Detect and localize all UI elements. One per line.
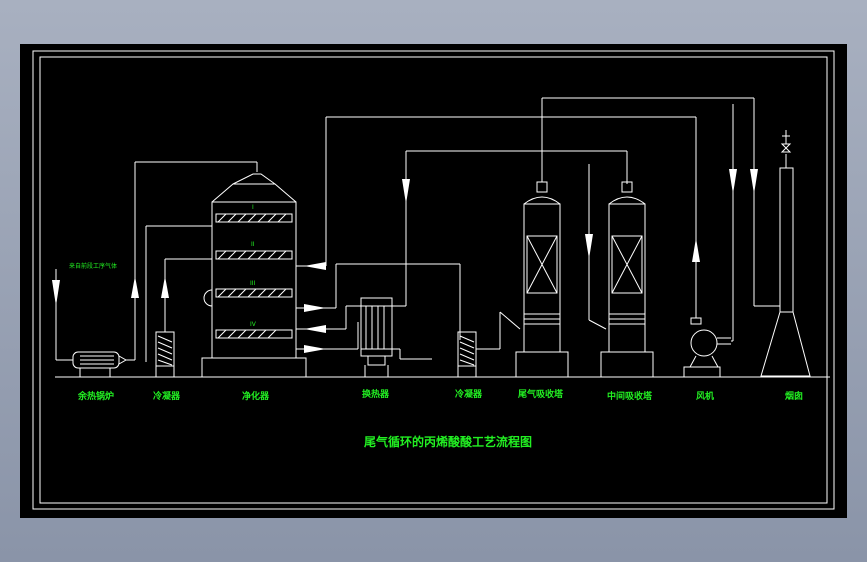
stage-mark-4: IV (250, 321, 257, 328)
condenser-2 (457, 331, 477, 377)
purifier-tower (201, 173, 307, 378)
label-tail-gas-absorber: 尾气吸收塔 (517, 388, 564, 400)
label-purifier: 净化器 (242, 390, 270, 402)
condenser-1 (155, 331, 175, 377)
stage-mark-1: I (252, 204, 254, 211)
flow-arrows (52, 169, 758, 353)
waste-heat-boiler (72, 351, 128, 377)
label-intermediate-absorber: 中间吸收塔 (607, 390, 653, 402)
heat-exchanger (360, 297, 393, 377)
label-heat-exchanger: 换热器 (362, 388, 390, 400)
label-chimney: 烟囱 (785, 390, 803, 402)
tower-stage-marks: I II III IV (250, 204, 257, 328)
tail-gas-absorber (515, 181, 569, 378)
inner-frame (39, 56, 828, 504)
stage-mark-2: II (251, 241, 255, 248)
diagram-title: 尾气循环的丙烯酸酸工艺流程图 (364, 434, 532, 449)
outer-frame (32, 50, 835, 510)
label-fan: 风机 (696, 390, 714, 402)
label-condenser-2: 冷凝器 (455, 388, 483, 400)
inlet-note: 来自前段工序气体 (69, 262, 117, 270)
fan (683, 317, 731, 378)
label-waste-heat-boiler: 余热锅炉 (77, 390, 114, 402)
label-condenser-1: 冷凝器 (153, 390, 181, 402)
stage-mark-3: III (250, 280, 256, 287)
process-flow-diagram: I II III IV 来自前段工序气体 余热锅炉 冷凝器 净化器 换热器 冷凝… (32, 50, 835, 510)
intermediate-absorber (600, 181, 654, 378)
chimney (760, 130, 811, 377)
drawing-canvas: I II III IV 来自前段工序气体 余热锅炉 冷凝器 净化器 换热器 冷凝… (20, 44, 847, 518)
